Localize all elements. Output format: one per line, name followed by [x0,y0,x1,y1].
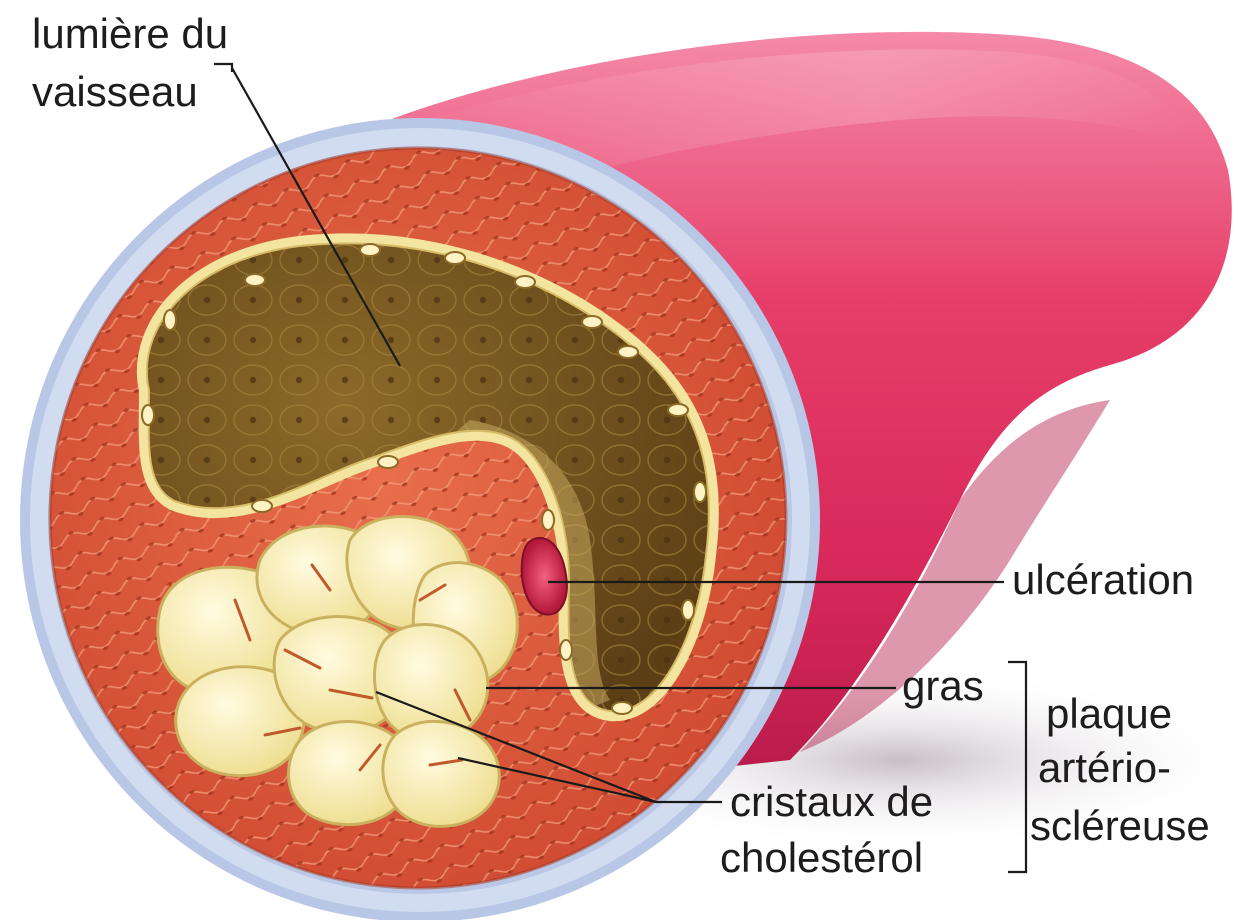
fat-label: gras [902,662,984,710]
plaque-label-line1: plaque [1046,690,1172,738]
lumen-label-line2: vaisseau [32,68,198,116]
cholesterol-label-line2: cholestérol [720,834,923,882]
ulceration-label: ulcération [1012,556,1194,604]
lumen-label-line1: lumière du [32,10,228,58]
lumen-leader-hook [214,64,232,72]
cholesterol-label-line1: cristaux de [730,778,933,826]
plaque-label-line3: scléreuse [1030,802,1210,850]
plaque-label-line2: artério- [1038,744,1171,792]
